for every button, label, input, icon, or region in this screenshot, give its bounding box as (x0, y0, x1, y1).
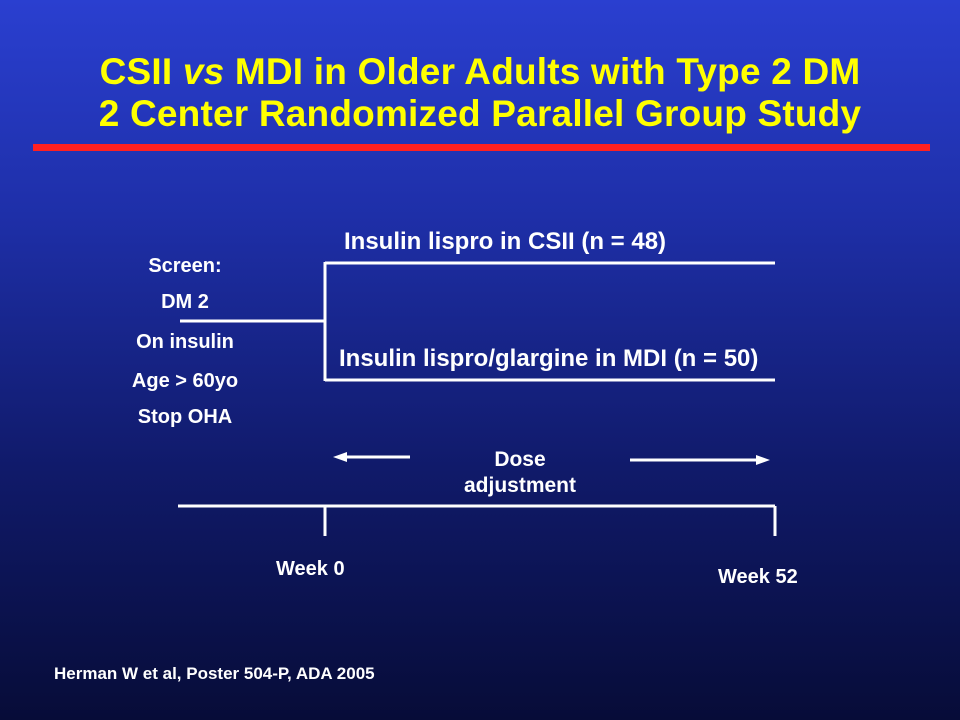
left-arrow-head (333, 452, 347, 462)
slide-title-line2: 2 Center Randomized Parallel Group Study (98, 93, 862, 134)
screen-criteria-item: Screen: (148, 255, 222, 277)
dose-label-line2: adjustment (463, 474, 576, 497)
week0-label: Week 0 (276, 558, 345, 580)
screen-criteria-item: DM 2 (161, 291, 209, 313)
screen-criteria-item: Stop OHA (137, 406, 233, 428)
mdi-arm-label: Insulin lispro/glargine in MDI (n = 50) (339, 345, 759, 372)
slide-title-line1: CSII vs MDI in Older Adults with Type 2 … (0, 51, 960, 93)
title-vs: vs (182, 51, 225, 92)
citation: Herman W et al, Poster 504-P, ADA 2005 (54, 664, 375, 683)
screen-criteria-item: On insulin (136, 331, 234, 353)
dose-adjustment-label: Dose adjustment (430, 447, 610, 499)
right-arrow-head (756, 455, 770, 465)
title-part2: MDI in Older Adults with Type 2 DM (224, 51, 861, 92)
screen-criteria-item: Age > 60yo (131, 370, 239, 392)
title-divider (33, 144, 930, 151)
week52-label: Week 52 (718, 566, 798, 588)
dose-label-line1: Dose (494, 448, 546, 471)
csii-arm-label: Insulin lispro in CSII (n = 48) (344, 228, 667, 255)
title-part1: CSII (99, 51, 183, 92)
